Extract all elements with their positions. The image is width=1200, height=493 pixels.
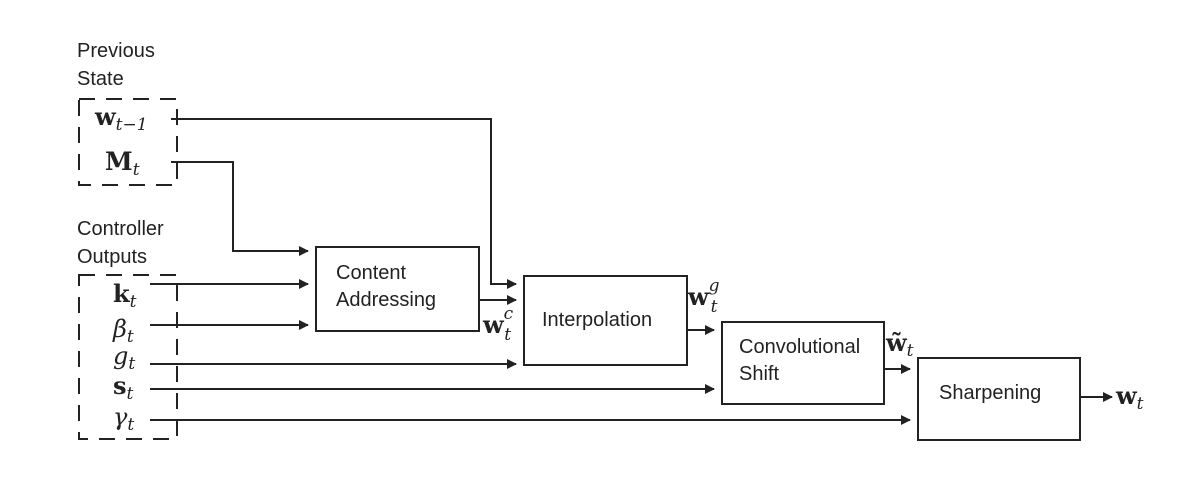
convolutional-shift-line1: Convolutional bbox=[739, 336, 860, 358]
sharpening-label: Sharpening bbox=[939, 382, 1041, 404]
connections bbox=[150, 118, 1113, 425]
convolutional-shift-box bbox=[721, 321, 885, 405]
previous-state-label-line1: Previous bbox=[77, 40, 155, 62]
arrow-memory-to-content bbox=[171, 161, 309, 256]
controller-outputs-dashed-box bbox=[78, 274, 178, 440]
interpolation-box bbox=[523, 275, 688, 366]
label-w-tilde: w̃t bbox=[885, 328, 914, 361]
previous-state-dashed-box bbox=[78, 98, 178, 186]
content-addressing-line1: Content bbox=[336, 262, 406, 284]
input-key: kt bbox=[113, 279, 137, 312]
input-gamma: γt bbox=[113, 403, 134, 435]
convolutional-shift-line2: Shift bbox=[739, 363, 779, 385]
controller-outputs-label-line1: Controller bbox=[77, 218, 164, 240]
previous-state-group: Previous State wt−1 Mt bbox=[77, 40, 178, 186]
input-beta: βt bbox=[112, 315, 134, 347]
arrow-w-prev-to-interpolation bbox=[171, 118, 517, 289]
previous-state-label-line2: State bbox=[77, 68, 124, 90]
block-convolutional-shift: Convolutional Shift bbox=[721, 321, 885, 405]
controller-outputs-label-line2: Outputs bbox=[77, 246, 147, 268]
sharpening-box bbox=[917, 357, 1081, 441]
block-interpolation: Interpolation bbox=[523, 275, 688, 366]
content-addressing-box bbox=[315, 246, 480, 332]
block-content-addressing: Content Addressing bbox=[315, 246, 480, 332]
interpolation-label: Interpolation bbox=[542, 309, 652, 331]
input-gate: gt bbox=[113, 342, 135, 374]
block-sharpening: Sharpening bbox=[917, 357, 1081, 441]
controller-outputs-group: Controller Outputs kt βt gt st γt bbox=[77, 218, 178, 440]
input-w-prev: wt−1 bbox=[94, 102, 148, 135]
label-w-out: wt bbox=[1115, 381, 1144, 414]
content-addressing-line2: Addressing bbox=[336, 289, 436, 311]
input-memory: Mt bbox=[105, 147, 140, 180]
input-shift: st bbox=[113, 371, 134, 404]
